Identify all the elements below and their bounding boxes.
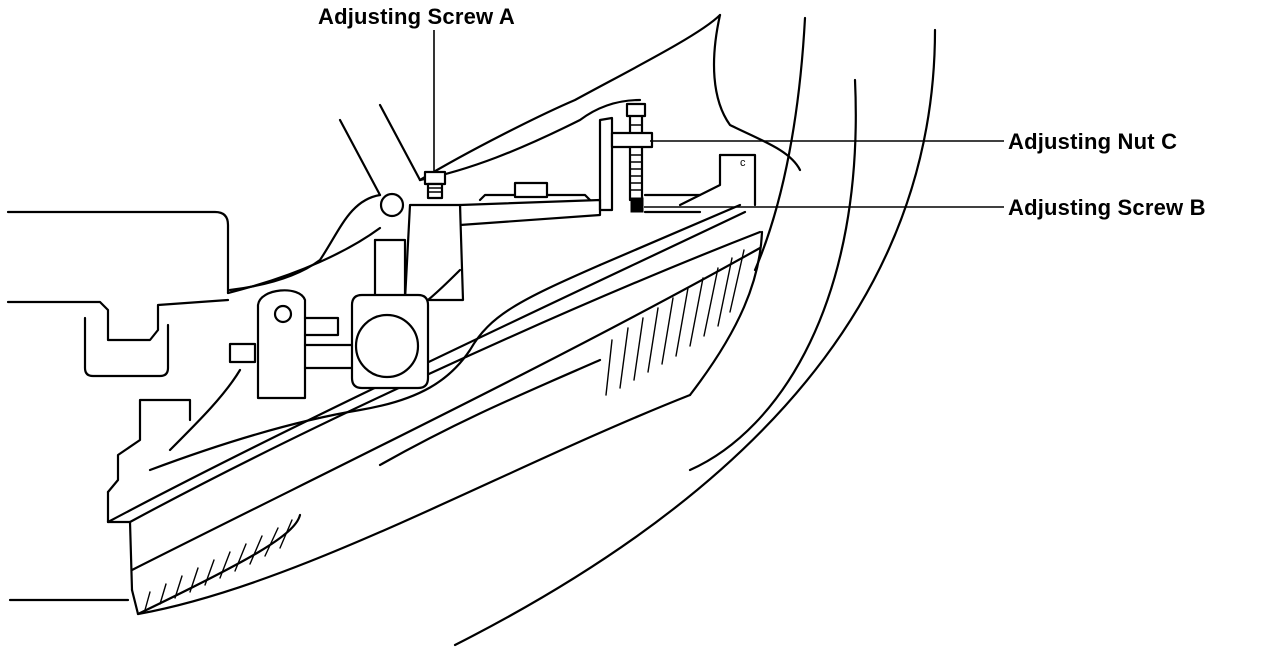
right-bracket bbox=[678, 153, 757, 207]
body-panel bbox=[6, 210, 382, 602]
adjusting-screw-a bbox=[373, 170, 465, 302]
lower-mount bbox=[228, 289, 354, 400]
leader-lines bbox=[433, 30, 1004, 208]
headlight-housing bbox=[106, 203, 764, 616]
lens-hatching-left bbox=[144, 519, 293, 611]
bracket-mark: c bbox=[740, 157, 746, 169]
label-adjusting-screw-a: Adjusting Screw A bbox=[318, 4, 515, 29]
label-adjusting-screw-b: Adjusting Screw B bbox=[1008, 195, 1206, 220]
fender-outline bbox=[418, 13, 937, 647]
lens-hatching-right bbox=[605, 249, 745, 396]
round-adjuster bbox=[350, 268, 462, 390]
label-adjusting-nut-c: Adjusting Nut C bbox=[1008, 129, 1178, 154]
adjusting-nut-assembly bbox=[598, 102, 702, 214]
